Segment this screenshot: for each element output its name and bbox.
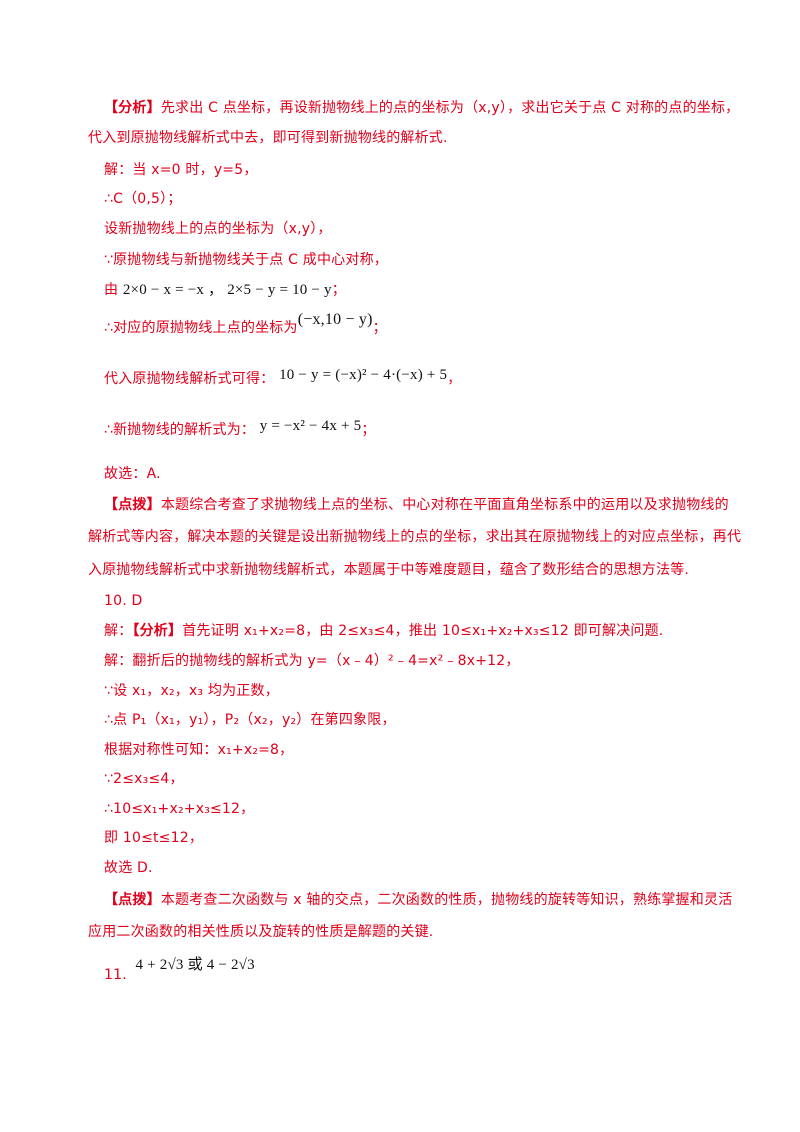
- q9-comment-line-1: 【点拨】本题综合考查了求抛物线上点的坐标、中心对称在平面直角坐标系中的运用以及求…: [104, 496, 729, 514]
- q9-step-5-equation: 2×0 − x = −x ， 2×5 − y = 10 − y: [122, 282, 332, 298]
- q11-answer: 11. 4 + 2√3 或 4 − 2√3: [104, 957, 255, 984]
- q11-number: 11.: [104, 967, 127, 983]
- q9-analysis-text-1: 先求出 C 点坐标，再设新抛物线上的点的坐标为（x,y），求出它关于点 C 对称…: [160, 100, 740, 116]
- q10-step-4: 根据对称性可知：x₁+x₂=8，: [104, 742, 294, 758]
- q9-step-1: 解：当 x=0 时，y=5，: [104, 162, 258, 178]
- q10-comment-line-1: 【点拨】本题考查二次函数与 x 轴的交点，二次函数的性质，抛物线的旋转等知识，熟…: [104, 891, 732, 909]
- q9-step-8-equation: y = −x² − 4x + 5: [259, 418, 362, 434]
- q9-step-3: 设新抛物线上的点的坐标为（x,y），: [104, 221, 332, 237]
- q9-step-8-prefix: ∴新抛物线的解析式为：: [104, 422, 256, 438]
- q9-step-2: ∴C（0,5）；: [104, 191, 182, 207]
- q10-comment-text-1: 本题考查二次函数与 x 轴的交点，二次函数的性质，抛物线的旋转等知识，熟练掌握和…: [160, 892, 733, 908]
- q11-answer-math: 4 + 2√3 或 4 − 2√3: [135, 957, 255, 973]
- q9-choice: 故选：A.: [104, 466, 161, 482]
- q9-comment-line-2: 解析式等内容，解决本题的关键是设出新抛物线上的点的坐标，求出其在原抛物线上的对应…: [88, 529, 742, 545]
- q10-comment-line-2: 应用二次函数的相关性质以及旋转的性质是解题的关键.: [88, 924, 434, 940]
- q10-step-7: 即 10≤t≤12，: [104, 830, 204, 846]
- q10-analysis-tag: 【分析】: [132, 623, 183, 639]
- q9-step-7-suffix: ，: [447, 371, 462, 387]
- q10-analysis-text: 首先证明 x₁+x₂=8，由 2≤x₃≤4，推出 10≤x₁+x₂+x₃≤12 …: [182, 623, 664, 639]
- q9-step-6-prefix: ∴对应的原抛物线上点的坐标为: [104, 320, 298, 336]
- q10-choice: 故选 D.: [104, 860, 153, 876]
- q10-comment-tag: 【点拨】: [104, 892, 161, 908]
- q9-step-7-prefix: 代入原抛物线解析式可得：: [104, 371, 275, 387]
- q10-step-3: ∴点 P₁（x₁，y₁），P₂（x₂，y₂）在第四象限，: [104, 712, 396, 728]
- q9-comment-line-3: 入原抛物线解析式中求新抛物线解析式，本题属于中等难度题目，蕴含了数形结合的思想方…: [88, 562, 690, 578]
- q9-analysis-tag: 【分析】: [104, 100, 161, 116]
- q9-analysis-line-2: 代入到原抛物线解析式中去，即可得到新抛物线的解析式.: [88, 130, 448, 146]
- q9-step-6-coordinate: (−x,10 − y): [297, 311, 373, 328]
- q10-analysis-prefix: 解：: [104, 623, 133, 639]
- q9-comment-tag: 【点拨】: [104, 497, 161, 513]
- q9-step-5: 由 2×0 − x = −x ， 2×5 − y = 10 − y；: [104, 281, 346, 299]
- q9-step-7-equation: 10 − y = (−x)² − 4·(−x) + 5: [279, 367, 448, 383]
- q9-step-8: ∴新抛物线的解析式为： y = −x² − 4x + 5；: [104, 418, 376, 439]
- q9-step-7: 代入原抛物线解析式可得： 10 − y = (−x)² − 4·(−x) + 5…: [104, 367, 462, 388]
- q9-comment-text-1: 本题综合考查了求抛物线上点的坐标、中心对称在平面直角坐标系中的运用以及求抛物线的: [160, 497, 729, 513]
- q9-analysis-line-1: 【分析】先求出 C 点坐标，再设新抛物线上的点的坐标为（x,y），求出它关于点 …: [104, 99, 739, 117]
- q10-step-1: 解：翻折后的抛物线的解析式为 y=（x﹣4）²﹣4=x²﹣8x+12，: [104, 653, 520, 669]
- q9-step-8-suffix: ；: [361, 422, 376, 438]
- q10-answer: 10. D: [104, 593, 143, 609]
- q9-step-5-suffix: ；: [331, 282, 346, 298]
- q9-step-5-prefix: 由: [104, 282, 119, 298]
- q10-step-2: ∵设 x₁，x₂，x₃ 均为正数，: [104, 683, 279, 699]
- q9-step-4: ∵原抛物线与新抛物线关于点 C 成中心对称，: [104, 252, 388, 268]
- q9-step-6: ∴对应的原抛物线上点的坐标为(−x,10 − y)；: [104, 311, 387, 337]
- q9-step-6-suffix: ；: [372, 320, 387, 336]
- q10-analysis: 解：【分析】首先证明 x₁+x₂=8，由 2≤x₃≤4，推出 10≤x₁+x₂+…: [104, 622, 663, 640]
- q10-step-6: ∴10≤x₁+x₂+x₃≤12，: [104, 801, 255, 817]
- q10-step-5: ∵2≤x₃≤4，: [104, 771, 184, 787]
